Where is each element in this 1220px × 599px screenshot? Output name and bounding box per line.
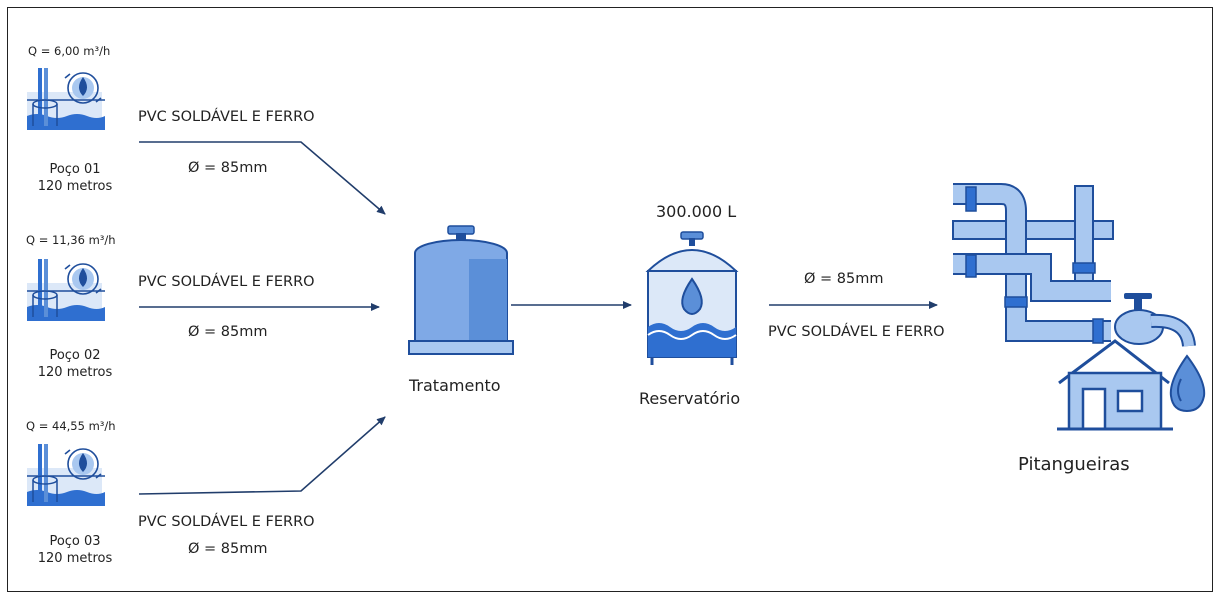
well-03-name: Poço 03 xyxy=(49,534,101,549)
treatment-label: Tratamento xyxy=(409,376,501,395)
arrow-well-01 xyxy=(139,141,386,215)
well-02-name: Poço 02 xyxy=(49,348,101,363)
well-01-depth: 120 metros xyxy=(37,179,113,194)
pipe-04-material: PVC SOLDÁVEL E FERRO xyxy=(768,324,945,340)
diagram-frame: Q = 6,00 m³/h Poço 01 120 metros Q = 11,… xyxy=(7,7,1213,592)
well-03-icon xyxy=(26,443,106,507)
treatment-tank-icon xyxy=(408,225,514,355)
arrow-well-03 xyxy=(138,416,386,495)
reservoir-icon xyxy=(645,231,739,365)
diagram-graphics xyxy=(26,67,1206,507)
pipe-03-diameter: Ø = 85mm xyxy=(188,541,268,557)
reservoir-capacity: 300.000 L xyxy=(656,202,737,221)
pipe-04-diameter: Ø = 85mm xyxy=(804,271,884,287)
pipe-01-material: PVC SOLDÁVEL E FERRO xyxy=(138,109,315,125)
well-02-icon xyxy=(26,258,106,322)
well-02-flow: Q = 11,36 m³/h xyxy=(26,233,116,247)
well-01-icon xyxy=(26,67,106,131)
pipe-02-diameter: Ø = 85mm xyxy=(188,324,268,340)
well-01-flow: Q = 6,00 m³/h xyxy=(28,44,111,58)
well-02-depth: 120 metros xyxy=(37,365,113,380)
reservoir-label: Reservatório xyxy=(639,389,741,408)
well-03-flow: Q = 44,55 m³/h xyxy=(26,419,116,433)
well-01-name: Poço 01 xyxy=(49,162,101,177)
destination-label: Pitangueiras xyxy=(1018,454,1130,475)
city-supply-icon xyxy=(952,183,1206,431)
pipe-03-material: PVC SOLDÁVEL E FERRO xyxy=(138,514,315,530)
pipe-01-diameter: Ø = 85mm xyxy=(188,160,268,176)
pipe-02-material: PVC SOLDÁVEL E FERRO xyxy=(138,274,315,290)
well-03-depth: 120 metros xyxy=(37,551,113,566)
